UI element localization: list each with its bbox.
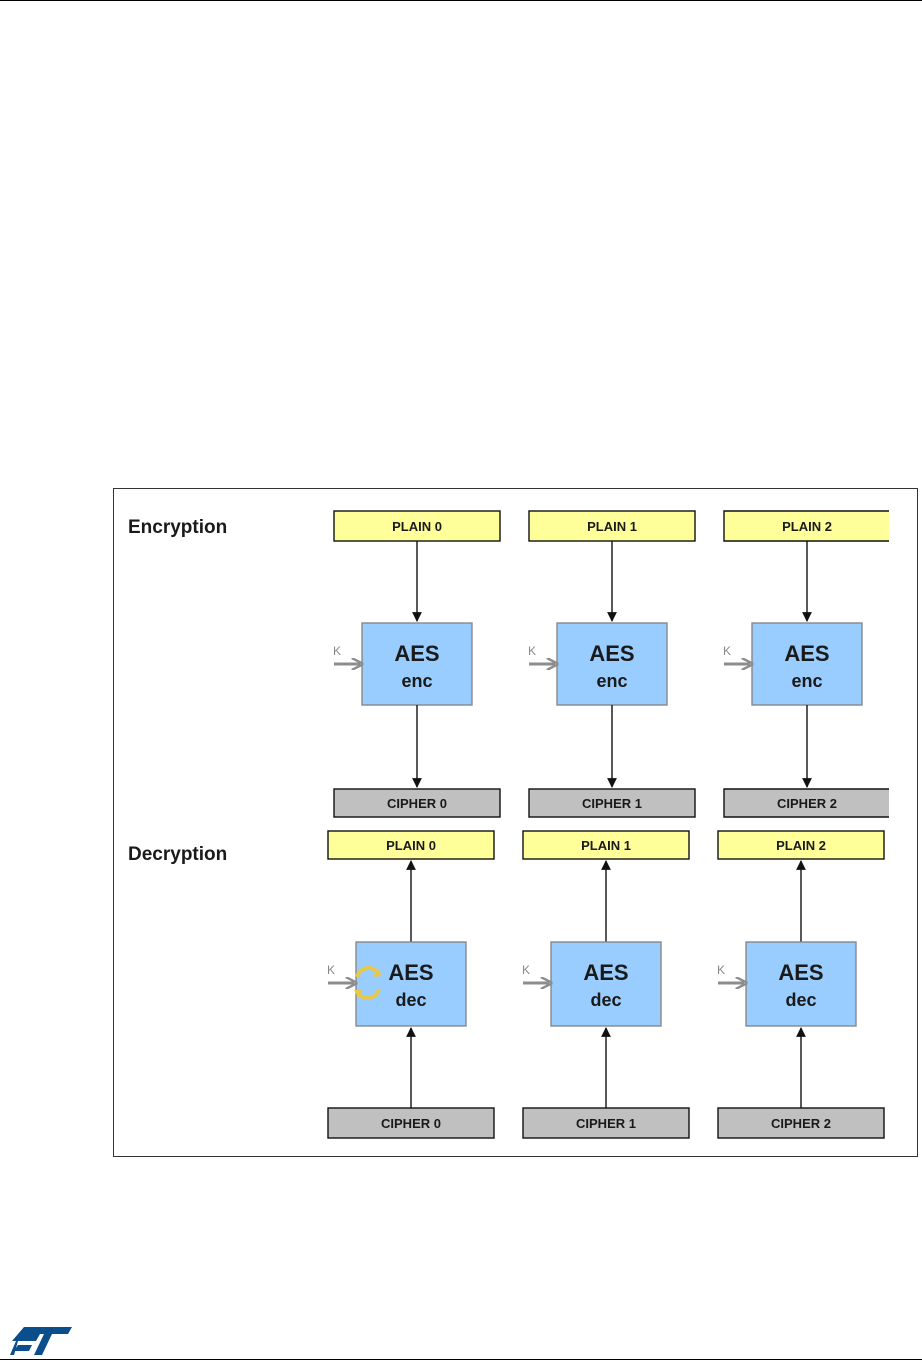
- aes-label: AES: [394, 641, 439, 666]
- dec-block-0: PLAIN 0 AES dec K CIPHER 0: [327, 830, 495, 1139]
- plain-box: [522, 830, 690, 860]
- cipher-label: CIPHER 0: [381, 1116, 441, 1131]
- cipher-box: [723, 788, 889, 818]
- aes-label: AES: [778, 960, 823, 985]
- aes-mode-label: dec: [590, 990, 621, 1010]
- enc-block-0: PLAIN 0 AES enc K CIPHER 0: [333, 510, 501, 818]
- plain-box: [327, 830, 495, 860]
- dec-block-1: PLAIN 1 AES dec K CIPHER 1: [522, 830, 690, 1139]
- decryption-title: Decryption: [128, 844, 227, 865]
- aes-mode-label: dec: [785, 990, 816, 1010]
- key-label: K: [723, 644, 731, 658]
- dec-block-2: PLAIN 2 AES dec K CIPHER 2: [717, 830, 885, 1139]
- cipher-box: [327, 1107, 495, 1139]
- plain-label: PLAIN 2: [776, 838, 826, 853]
- page-top-rule: [0, 0, 922, 1]
- aes-box: [550, 941, 662, 1027]
- aes-mode-label: enc: [401, 671, 432, 691]
- plain-label: PLAIN 0: [386, 838, 436, 853]
- cipher-label: CIPHER 0: [387, 796, 447, 811]
- cipher-box: [717, 1107, 885, 1139]
- page-bottom-rule: [0, 1359, 922, 1360]
- cipher-label: CIPHER 2: [771, 1116, 831, 1131]
- key-label: K: [717, 963, 725, 977]
- plain-box: [717, 830, 885, 860]
- aes-ecb-diagram: Encryption Decryption PLAIN 0 AES enc K …: [113, 488, 918, 1157]
- plain-label: PLAIN 1: [581, 838, 631, 853]
- plain-box: [333, 510, 501, 542]
- aes-label: AES: [784, 641, 829, 666]
- st-logo: [10, 1325, 76, 1357]
- aes-label: AES: [589, 641, 634, 666]
- key-label: K: [327, 963, 335, 977]
- key-label: K: [522, 963, 530, 977]
- aes-label: AES: [583, 960, 628, 985]
- plain-label: PLAIN 1: [587, 519, 637, 534]
- aes-label: AES: [388, 960, 433, 985]
- cipher-label: CIPHER 1: [582, 796, 642, 811]
- aes-box: [361, 622, 473, 706]
- aes-box: [355, 941, 467, 1027]
- diagram-canvas: Encryption Decryption PLAIN 0 AES enc K …: [128, 510, 889, 1139]
- aes-mode-label: enc: [791, 671, 822, 691]
- key-schedule-refresh-icon: [354, 966, 382, 1000]
- key-label: K: [528, 644, 536, 658]
- cipher-label: CIPHER 1: [576, 1116, 636, 1131]
- enc-block-2: PLAIN 2 AES enc K CIPHER 2: [723, 510, 889, 818]
- cipher-label: CIPHER 2: [777, 796, 837, 811]
- cipher-box: [522, 1107, 690, 1139]
- aes-mode-label: enc: [596, 671, 627, 691]
- plain-label: PLAIN 2: [782, 519, 832, 534]
- cipher-box: [333, 788, 501, 818]
- key-label: K: [333, 644, 341, 658]
- plain-label: PLAIN 0: [392, 519, 442, 534]
- aes-box: [745, 941, 857, 1027]
- enc-block-1: PLAIN 1 AES enc K CIPHER 1: [528, 510, 696, 818]
- aes-box: [751, 622, 863, 706]
- encryption-title: Encryption: [128, 517, 227, 538]
- cipher-box: [528, 788, 696, 818]
- aes-mode-label: dec: [395, 990, 426, 1010]
